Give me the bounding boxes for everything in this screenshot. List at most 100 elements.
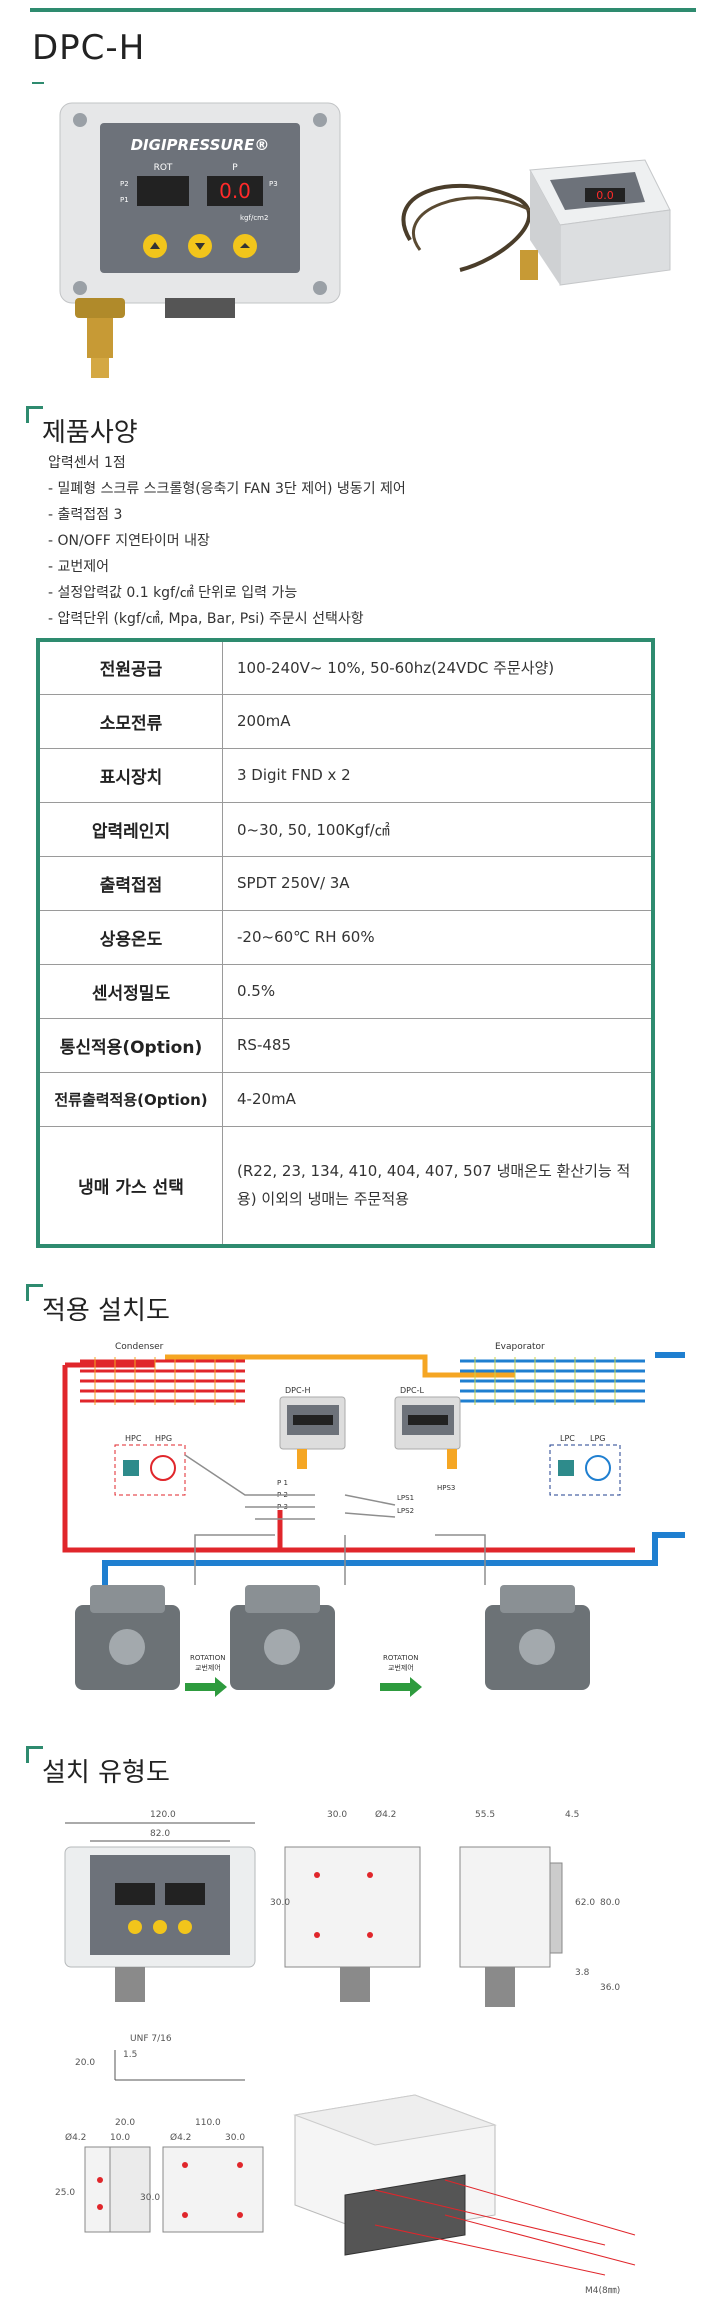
dim-bracket-15: 1.5 — [123, 2050, 137, 2060]
product-photo-front: DIGIPRESSURE® ROT P 0.0 P2 P1 P3 kgf/cm2 — [59, 102, 341, 378]
lps2-label: LPS2 — [397, 1507, 414, 1515]
spec-key: 냉매 가스 선택 — [37, 1125, 223, 1247]
spec-list-item: - 압력단위 (kgf/㎠, Mpa, Bar, Psi) 주문시 선택사항 — [48, 611, 364, 627]
spec-key: 표시장치 — [37, 747, 223, 803]
dim-back-30: 30.0 — [327, 1810, 347, 1820]
rotation-kr-label: 교번제어 — [388, 1663, 414, 1672]
spec-value: (R22, 23, 134, 410, 404, 407, 507 냉매온도 환… — [222, 1125, 654, 1247]
spec-key: 전류출력적용(Option) — [37, 1071, 223, 1127]
compressor — [230, 1585, 335, 1690]
table-row: 통신적용(Option)RS-485 — [37, 1017, 654, 1073]
side-view-body — [459, 1846, 551, 1968]
high-pressure-gauges — [114, 1444, 186, 1496]
spec-key: 출력접점 — [37, 855, 223, 911]
p1-relay-label: P 1 — [277, 1479, 288, 1487]
condenser-coil — [80, 1357, 245, 1405]
spec-value: 0~30, 50, 100Kgf/㎠ — [222, 801, 654, 857]
dims-section-heading: 설치 유형도 — [26, 1746, 170, 1789]
spec-value: 100-240V~ 10%, 50-60hz(24VDC 주문사양) — [222, 639, 654, 695]
spec-key: 센서정밀도 — [37, 963, 223, 1019]
dim-bracket-300: 30.0 — [225, 2133, 245, 2143]
rotation-arrow-icon — [380, 1677, 422, 1697]
spec-key: 압력레인지 — [37, 801, 223, 857]
spec-list-item: - 교번제어 — [48, 559, 110, 575]
product-photo-angle: 0.0 — [401, 159, 671, 286]
p-label: P — [232, 163, 238, 173]
spec-value: 4-20mA — [222, 1071, 654, 1127]
spec-key: 전원공급 — [37, 639, 223, 695]
spec-list-item: - 출력접점 3 — [48, 507, 123, 523]
rotation-arrow-icon — [185, 1677, 227, 1697]
bracket-plate — [162, 2146, 264, 2233]
dim-bracket-100: 10.0 — [110, 2133, 130, 2143]
dim-side-45: 4.5 — [565, 1810, 579, 1820]
install-section-heading: 적용 설치도 — [26, 1284, 170, 1327]
spec-value: SPDT 250V/ 3A — [222, 855, 654, 911]
spec-list: 압력센서 1점 - 밀폐형 스크류 스크롤형(응축기 FAN 3단 제어) 냉동… — [48, 450, 406, 632]
p2-label: P2 — [120, 180, 129, 188]
dim-back-30v: 30.0 — [270, 1898, 290, 1908]
spec-list-item: - 설정압력값 0.1 kgf/㎠ 단위로 입력 가능 — [48, 585, 298, 601]
p3-label: P3 — [269, 180, 278, 188]
dpch-label: DPC-H — [285, 1386, 310, 1395]
svg-text:0.0: 0.0 — [596, 189, 614, 202]
table-row: 전류출력적용(Option)4-20mA — [37, 1071, 654, 1127]
brand-label: DIGIPRESSURE® — [131, 136, 270, 154]
spec-value: 3 Digit FND x 2 — [222, 747, 654, 803]
dim-bracket-hole2: Ø4.2 — [170, 2132, 191, 2143]
spec-value: 0.5% — [222, 963, 654, 1019]
dim-width-120: 120.0 — [150, 1810, 176, 1820]
installation-diagram: Condenser Evaporator DPC-H DPC-L HPC HPG… — [62, 1342, 685, 1697]
dim-bracket-110: 110.0 — [195, 2118, 221, 2128]
rotation-label: ROTATION — [190, 1654, 225, 1662]
dim-side-38: 3.8 — [575, 1968, 590, 1978]
evaporator-coil — [460, 1357, 645, 1405]
rot-label: ROT — [154, 163, 173, 173]
p1-label: P1 — [120, 196, 129, 204]
spec-key: 통신적용(Option) — [37, 1017, 223, 1073]
spec-value: -20~60℃ RH 60% — [222, 909, 654, 965]
evaporator-label: Evaporator — [495, 1342, 545, 1352]
condenser-label: Condenser — [115, 1342, 164, 1352]
top-accent-line — [30, 8, 696, 12]
rotation-label: ROTATION — [383, 1654, 418, 1662]
dpcl-label: DPC-L — [400, 1386, 424, 1395]
dim-bracket-250: 25.0 — [55, 2188, 75, 2198]
lps1-label: LPS1 — [397, 1494, 414, 1502]
table-row: 냉매 가스 선택(R22, 23, 134, 410, 404, 407, 50… — [37, 1125, 654, 1247]
table-row: 상용온도-20~60℃ RH 60% — [37, 909, 654, 965]
spec-value: RS-485 — [222, 1017, 654, 1073]
dim-side-800: 80.0 — [600, 1898, 620, 1908]
hpc-label: HPC — [125, 1434, 142, 1443]
isometric-bracket — [344, 2174, 466, 2256]
dim-side-360: 36.0 — [600, 1983, 620, 1993]
spec-key: 소모전류 — [37, 693, 223, 749]
dim-bracket-200: 20.0 — [75, 2058, 95, 2068]
lpg-label: LPG — [590, 1434, 605, 1443]
lpc-label: LPC — [560, 1434, 575, 1443]
compressor — [485, 1585, 590, 1690]
dimension-drawings: 120.0 82.0 UNF 7/16 30.0 Ø4.2 30.0 55.5 … — [55, 1809, 636, 2296]
spec-list-item: 압력센서 1점 — [48, 455, 126, 471]
low-pressure-gauges — [549, 1444, 621, 1496]
page-title: DPC-H — [32, 28, 146, 68]
dim-screw-m4: M4(8㎜) — [585, 2286, 620, 2296]
unit-label: kgf/cm2 — [240, 214, 268, 222]
spec-list-item: - ON/OFF 지연타이머 내장 — [48, 533, 210, 549]
dim-side-555: 55.5 — [475, 1810, 495, 1820]
dim-bracket-hole: Ø4.2 — [65, 2132, 86, 2143]
dim-back-hole: Ø4.2 — [375, 1809, 396, 1820]
spec-section-heading: 제품사양 — [26, 406, 138, 449]
dim-width-82: 82.0 — [150, 1829, 170, 1839]
title-underline — [32, 82, 44, 84]
dim-bracket-300b: 30.0 — [140, 2193, 160, 2203]
compressor — [75, 1585, 180, 1690]
dim-bracket-200b: 20.0 — [115, 2118, 135, 2128]
dim-side-620: 62.0 — [575, 1898, 595, 1908]
rotation-kr-label: 교번제어 — [195, 1663, 221, 1672]
